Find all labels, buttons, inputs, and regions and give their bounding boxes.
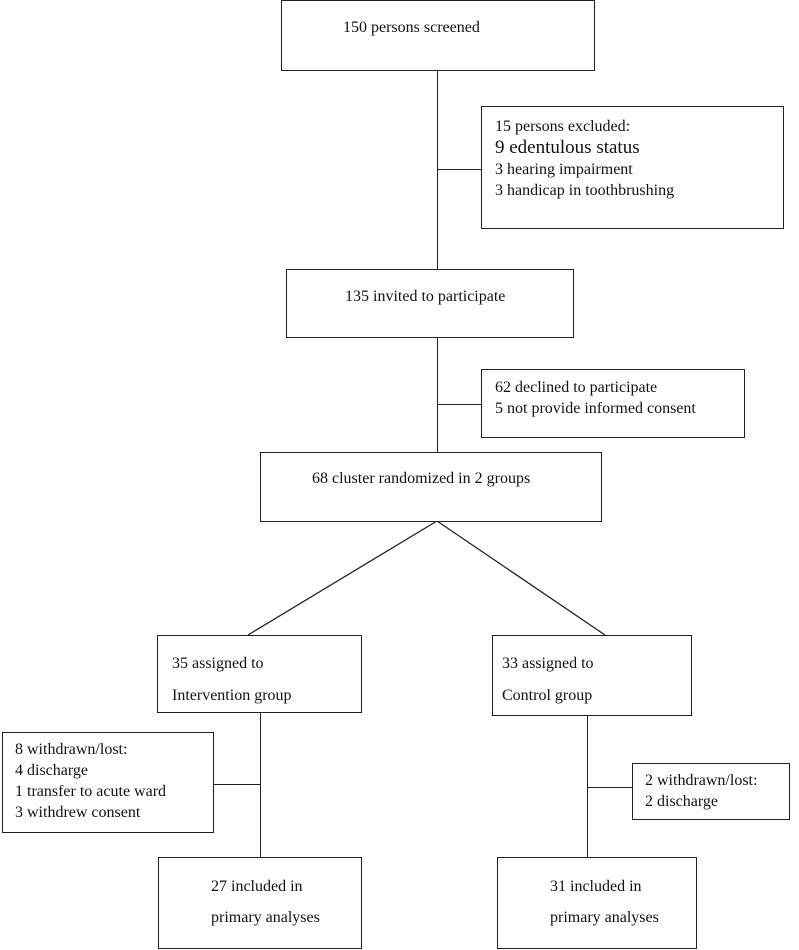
- connector-exclusion-branch: [437, 169, 482, 170]
- declined-item: 5 not provide informed consent: [495, 400, 696, 417]
- excluded-item: 3 hearing impairment: [495, 161, 633, 178]
- invited-text: 135 invited to participate: [345, 288, 506, 305]
- declined-box: 62 declined to participate 5 not provide…: [481, 369, 745, 438]
- intervention-line2: Intervention group: [172, 687, 292, 704]
- connector-intervention-included: [260, 712, 261, 858]
- excluded-box: 15 persons excluded: 9 edentulous status…: [481, 106, 784, 229]
- connector-control-withdrawn-branch: [587, 787, 632, 788]
- included-intervention-box: 27 included in primary analyses: [158, 857, 362, 949]
- withdrawn-control-title: 2 withdrawn/lost:: [645, 772, 758, 789]
- excluded-item: 9 edentulous status: [495, 137, 640, 158]
- included-intervention-line1: 27 included in: [211, 878, 303, 895]
- connector-control-included: [587, 716, 588, 857]
- control-box: 33 assigned to Control group: [492, 635, 692, 716]
- included-control-line1: 31 included in: [550, 878, 642, 895]
- excluded-title: 15 persons excluded:: [495, 118, 631, 135]
- withdrawn-intervention-box: 8 withdrawn/lost: 4 discharge 1 transfer…: [2, 732, 214, 833]
- connector-intervention-withdrawn-branch: [214, 784, 260, 785]
- intervention-line1: 35 assigned to: [172, 655, 264, 672]
- withdrawn-intervention-title: 8 withdrawn/lost:: [15, 741, 128, 758]
- included-control-line2: primary analyses: [550, 909, 659, 926]
- withdrawn-control-box: 2 withdrawn/lost: 2 discharge: [632, 763, 790, 820]
- screened-box: 150 persons screened: [281, 0, 595, 71]
- control-line1: 33 assigned to: [502, 655, 594, 672]
- control-line2: Control group: [502, 687, 593, 704]
- withdrawn-intervention-item: 1 transfer to acute ward: [15, 783, 167, 800]
- included-intervention-line2: primary analyses: [211, 909, 320, 926]
- excluded-item: 3 handicap in toothbrushing: [495, 182, 675, 199]
- withdrawn-intervention-item: 3 withdrew consent: [15, 804, 141, 821]
- withdrawn-intervention-item: 4 discharge: [15, 762, 89, 779]
- screened-text: 150 persons screened: [343, 19, 480, 36]
- declined-item: 62 declined to participate: [495, 379, 658, 396]
- included-control-box: 31 included in primary analyses: [497, 857, 697, 949]
- intervention-box: 35 assigned to Intervention group: [157, 635, 362, 713]
- invited-box: 135 invited to participate: [286, 269, 574, 338]
- randomized-text: 68 cluster randomized in 2 groups: [312, 470, 531, 487]
- randomized-box: 68 cluster randomized in 2 groups: [260, 452, 602, 522]
- connector-declined-branch: [437, 404, 482, 405]
- withdrawn-control-item: 2 discharge: [645, 793, 719, 810]
- connector-invited-randomized: [437, 337, 438, 453]
